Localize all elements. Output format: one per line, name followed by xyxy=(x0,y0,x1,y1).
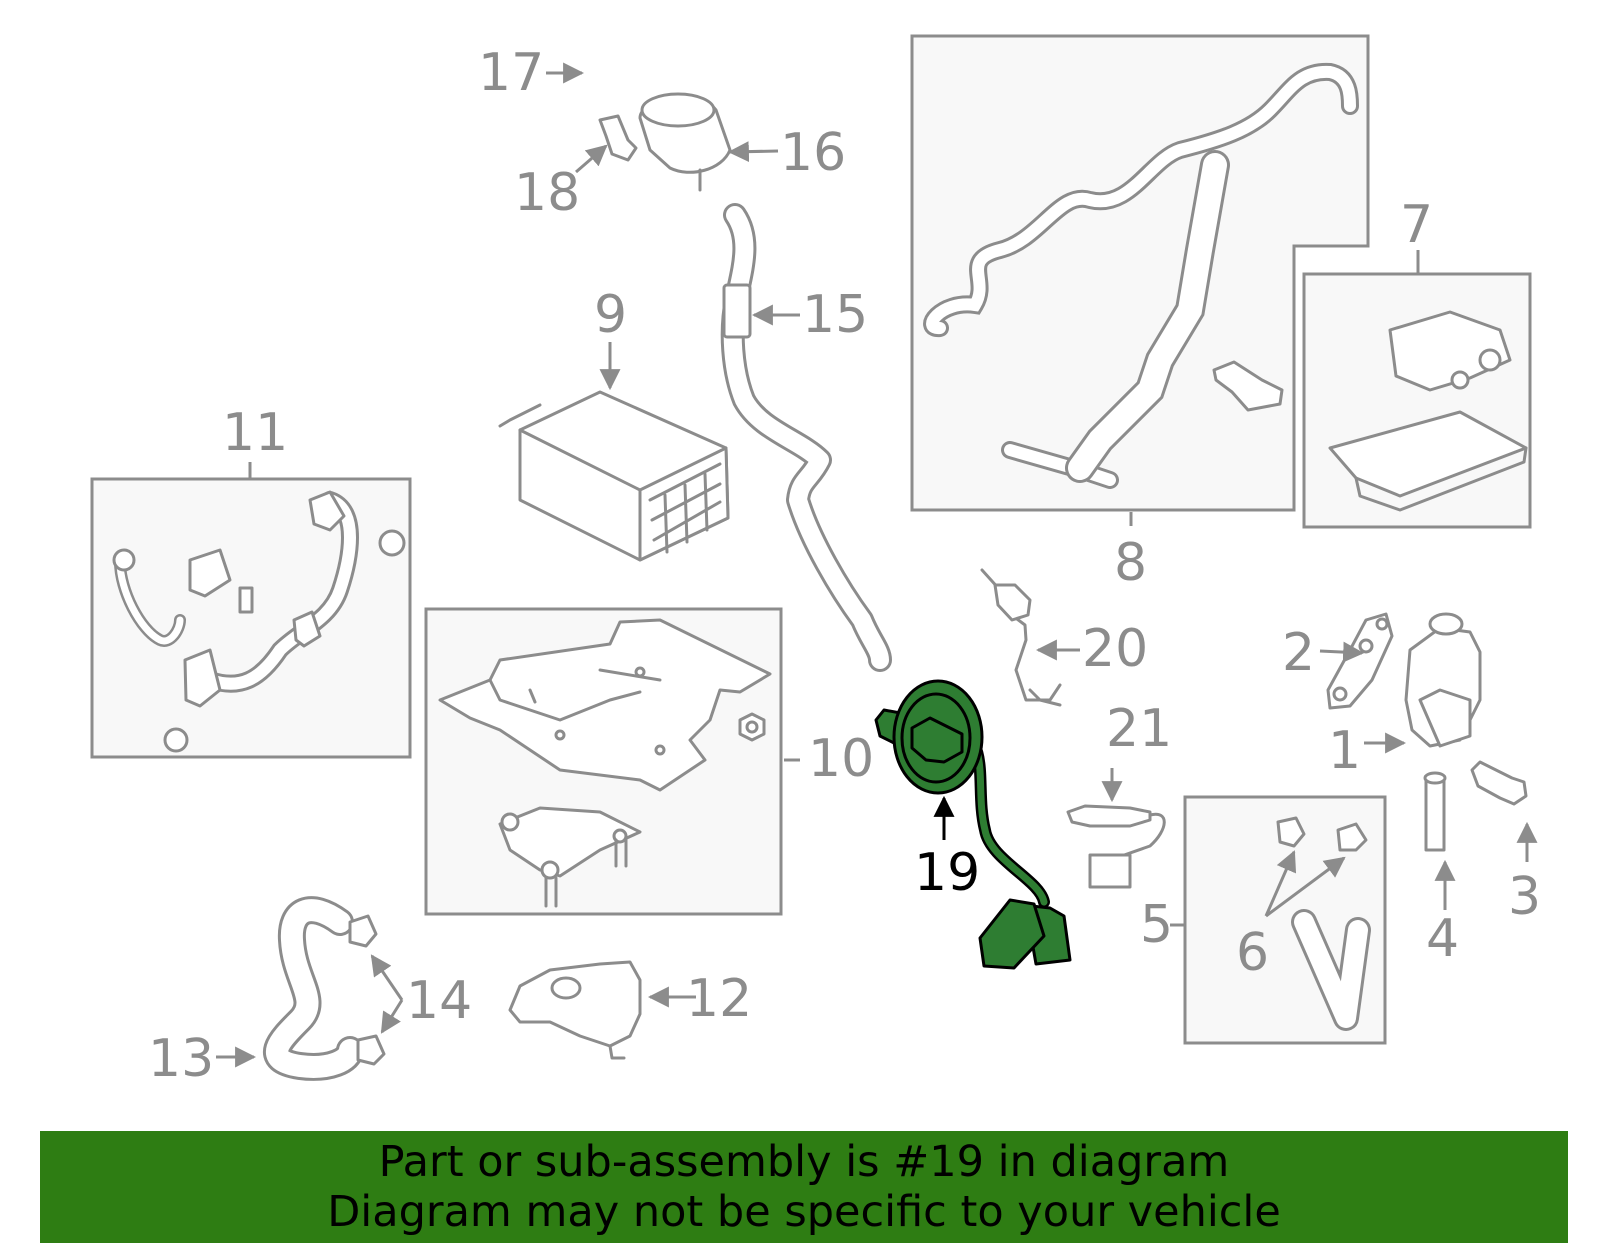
callout-11: 11 xyxy=(222,403,288,463)
callout-20: 20 xyxy=(1082,619,1148,679)
part-3-bolt xyxy=(1470,760,1528,806)
part-9-canister xyxy=(498,390,730,562)
part-11-harness xyxy=(112,490,406,753)
callout-15: 15 xyxy=(802,285,868,345)
callout-4: 4 xyxy=(1426,909,1459,969)
banner-line-1: Part or sub-assembly is #19 in diagram xyxy=(378,1137,1230,1187)
callout-17: 17 xyxy=(478,43,544,103)
part-4-pin xyxy=(1423,771,1447,852)
callout-19[interactable]: 19 xyxy=(914,843,980,903)
part-18-fitting xyxy=(598,114,638,162)
part-21-sensor xyxy=(1066,804,1166,889)
part-20-bracket xyxy=(980,568,1062,707)
callout-3: 3 xyxy=(1508,867,1541,927)
callout-21: 21 xyxy=(1106,699,1172,759)
callout-1: 1 xyxy=(1328,721,1361,781)
part-17-hose xyxy=(576,39,658,106)
banner-line-2: Diagram may not be specific to your vehi… xyxy=(327,1187,1281,1237)
callout-2: 2 xyxy=(1282,623,1315,683)
callout-10: 10 xyxy=(808,729,874,789)
part-6-clamps xyxy=(1276,816,1368,852)
callout-12: 12 xyxy=(686,969,752,1029)
part-2-gasket xyxy=(1326,612,1394,710)
part-19-highlighted[interactable] xyxy=(874,679,1072,970)
callout-6: 6 xyxy=(1236,923,1269,983)
part-10-shield xyxy=(438,618,772,908)
parts-diagram: 17 16 18 15 9 8 7 11 10 20 21 2 1 3 4 5 … xyxy=(90,34,1541,1089)
part-1-valve xyxy=(1404,612,1482,748)
callout-9: 9 xyxy=(594,285,627,345)
part-7-solenoid xyxy=(1328,310,1528,512)
callout-14: 14 xyxy=(406,971,472,1031)
part-12-valve xyxy=(508,960,642,1060)
callout-13: 13 xyxy=(148,1029,214,1089)
callout-18: 18 xyxy=(514,163,580,223)
callout-7: 7 xyxy=(1400,195,1433,255)
part-5-hose xyxy=(1291,909,1371,1031)
part-8-tube-assembly xyxy=(923,62,1359,489)
part-14-clamps xyxy=(348,914,386,1066)
callout-5: 5 xyxy=(1140,895,1173,955)
part-15-hose xyxy=(720,203,892,672)
info-banner: Part or sub-assembly is #19 in diagram D… xyxy=(40,1131,1568,1243)
callout-8: 8 xyxy=(1114,533,1147,593)
part-16-valve xyxy=(638,92,732,192)
callout-16: 16 xyxy=(780,123,846,183)
part-13-hose xyxy=(263,896,364,1081)
